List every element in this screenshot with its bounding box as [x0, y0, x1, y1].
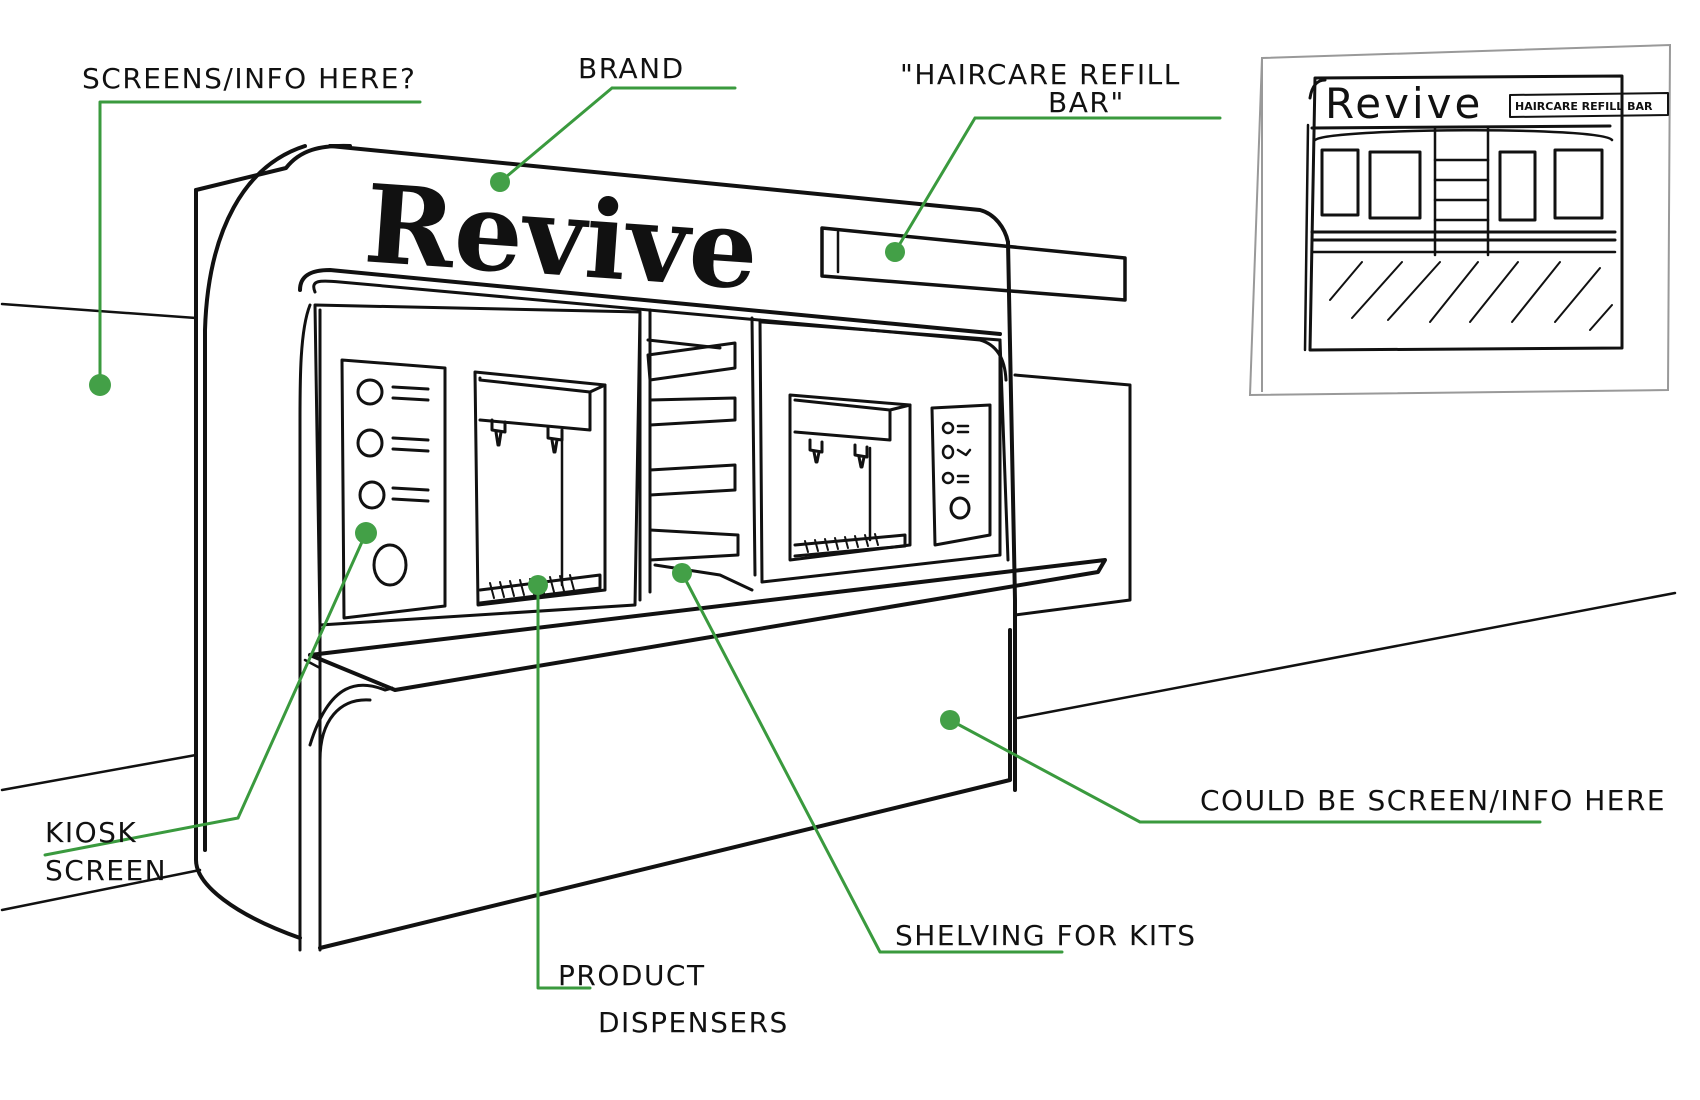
haircare-refill-sign-bar	[820, 226, 1127, 302]
annotation-leaders	[43, 86, 1542, 990]
label-haircare-line2: BAR"	[1048, 86, 1125, 119]
kiosk-screen-panel	[313, 303, 642, 627]
label-shelving: SHELVING FOR KITS	[895, 919, 1197, 952]
right-kiosk-screen	[930, 403, 992, 547]
kiosk-body	[194, 143, 1132, 952]
right-product-dispenser	[760, 320, 1002, 584]
label-kiosk-line2: SCREEN	[45, 854, 167, 887]
front-elevation-inset: Revive HAIRCARE REFILL BAR	[1248, 43, 1672, 397]
label-haircare-line1: "HAIRCARE REFILL	[900, 58, 1181, 91]
inset-sign-text: HAIRCARE REFILL BAR	[1515, 100, 1653, 113]
brand-logo: Revive	[361, 161, 763, 314]
label-could-be-screen: COULD BE SCREEN/INFO HERE	[1200, 784, 1666, 817]
center-shelving	[638, 308, 764, 602]
inset-brand-logo: Revive	[1325, 79, 1483, 128]
label-screens-info: SCREENS/INFO HERE?	[82, 62, 416, 95]
left-product-dispenser	[473, 370, 607, 607]
label-kiosk-line1: KIOSK	[45, 816, 137, 849]
annotation-labels: SCREENS/INFO HERE? BRAND "HAIRCARE REFIL…	[45, 52, 1666, 1039]
brand-logo-text: Revive	[361, 161, 763, 314]
room-perspective-lines	[0, 302, 1677, 912]
annotation-dots	[89, 172, 960, 730]
label-product-line1: PRODUCT	[558, 959, 706, 992]
label-brand: BRAND	[578, 52, 685, 85]
label-product-line2: DISPENSERS	[598, 1006, 789, 1039]
counter-shelf	[303, 558, 1107, 692]
